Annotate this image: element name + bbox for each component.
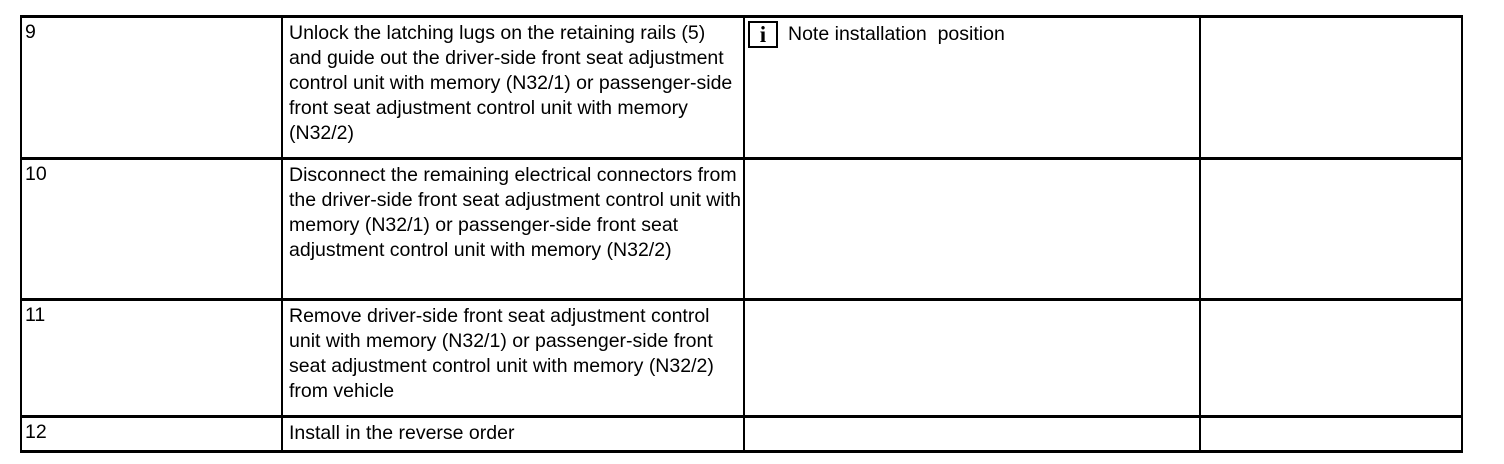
remarks-cell xyxy=(1201,160,1461,301)
info-icon: i xyxy=(748,21,778,48)
note-cell xyxy=(745,301,1201,418)
step-number-cell: 12 xyxy=(22,418,283,450)
step-number-cell: 9 xyxy=(22,18,283,160)
note-text: Note installation position xyxy=(788,23,1005,45)
note-cell: i Note installation position xyxy=(745,18,1201,160)
note-cell xyxy=(745,160,1201,301)
remarks-cell xyxy=(1201,301,1461,418)
note-cell xyxy=(745,418,1201,450)
instruction-cell: Install in the reverse order xyxy=(283,418,745,450)
remarks-cell xyxy=(1201,418,1461,450)
remarks-cell xyxy=(1201,18,1461,160)
step-number-cell: 11 xyxy=(22,301,283,418)
step-number-cell: 10 xyxy=(22,160,283,301)
instruction-cell: Unlock the latching lugs on the retainin… xyxy=(283,18,745,160)
instruction-cell: Disconnect the remaining electrical conn… xyxy=(283,160,745,301)
instruction-cell: Remove driver-side front seat adjustment… xyxy=(283,301,745,418)
procedure-table: 9 Unlock the latching lugs on the retain… xyxy=(20,15,1463,453)
